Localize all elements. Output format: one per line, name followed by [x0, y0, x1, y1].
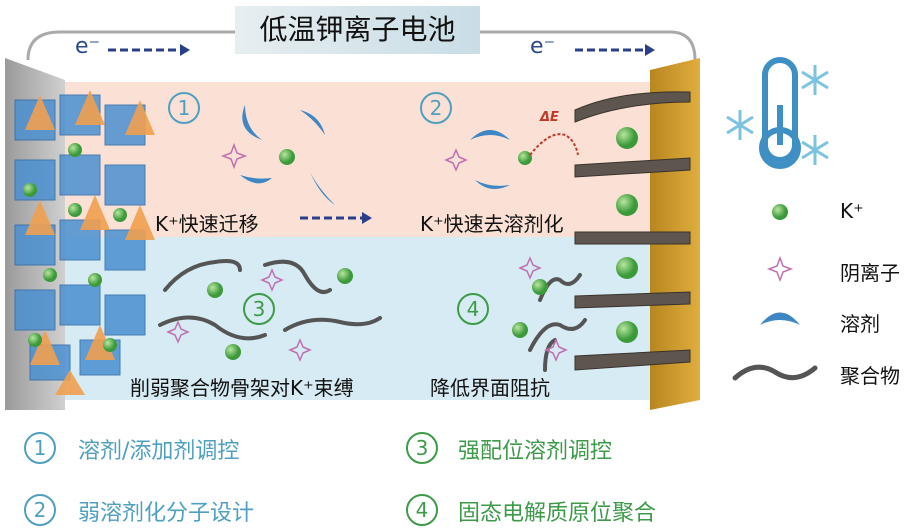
legend-polymer: 聚合物 [840, 364, 900, 388]
strategy-2-badge: 2 [24, 494, 56, 526]
step-2-badge: 2 [420, 92, 452, 124]
intercalated-k-ions [616, 127, 638, 343]
electrolyte-top-region [60, 82, 670, 237]
polymer-legend-icon [732, 364, 818, 381]
step-3-badge: 3 [243, 293, 275, 325]
legend-anion: 阴离子 [840, 261, 900, 285]
strategy-3-label: 强配位溶剂调控 [458, 439, 613, 464]
solvated-k-ion [240, 105, 335, 205]
step-4-badge: 4 [457, 293, 489, 325]
polymer-chains [158, 259, 587, 372]
strategy-1-label: 溶剂/添加剂调控 [78, 439, 240, 464]
strategy-4-label: 固态电解质原位聚合 [458, 501, 657, 526]
strategy-1-badge: 1 [24, 432, 56, 464]
legend-solvent: 溶剂 [840, 312, 880, 336]
energy-barrier-curve [529, 133, 579, 156]
anion [220, 142, 248, 170]
cathode-crystal-structure [14, 90, 155, 395]
legend-k-ion: K⁺ [840, 199, 864, 223]
energy-barrier-label: ΔE [540, 110, 559, 125]
anion-legend-icon [766, 255, 794, 283]
electrolyte-bottom-region [60, 237, 670, 400]
step-1-label: K⁺快速迁移 [155, 212, 259, 236]
electron-label: e⁻ [75, 34, 101, 59]
strategy-2-label: 弱溶剂化分子设计 [78, 501, 255, 526]
step-1-badge: 1 [168, 92, 200, 124]
step-4-label: 降低界面阻抗 [430, 376, 550, 400]
k-ion-legend-icon [772, 204, 788, 220]
electron-label: e⁻ [530, 34, 556, 59]
thermometer-icon [759, 57, 801, 169]
snowflake-icon [726, 65, 829, 165]
strategy-4-badge: 4 [406, 494, 438, 526]
step-3-label: 削弱聚合物骨架对K⁺束缚 [130, 376, 354, 400]
graphite-layers [574, 91, 691, 371]
step-2-label: K⁺快速去溶剂化 [420, 212, 564, 236]
strategy-3-badge: 3 [406, 432, 438, 464]
solvent-legend-icon [760, 312, 800, 325]
diagram-title: 低温钾离子电池 [235, 6, 480, 54]
